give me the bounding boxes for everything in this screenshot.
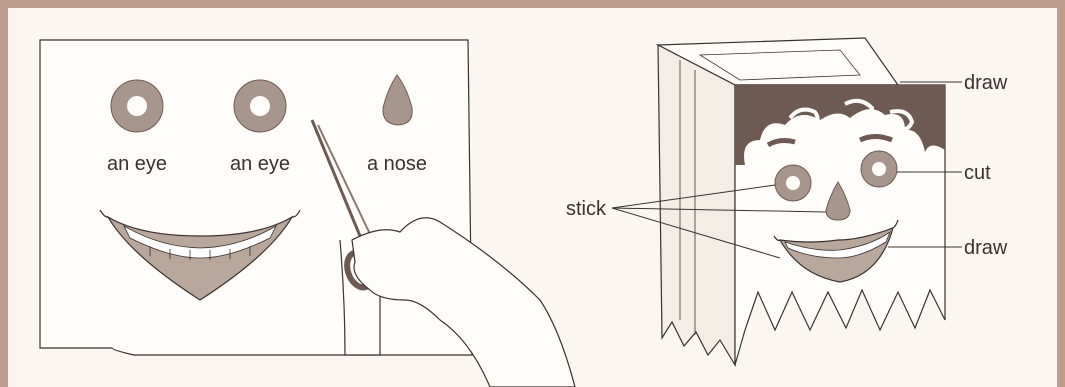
callout-stick-parts: stick xyxy=(566,198,607,220)
cutout-label-eye-2: an eye xyxy=(230,153,290,175)
eye-cutout-right xyxy=(234,80,286,132)
callout-cut-eye: cut xyxy=(964,162,991,184)
eye-cutout-left xyxy=(111,80,163,132)
cutout-label-nose: a nose xyxy=(367,153,427,175)
mask-eye-right xyxy=(861,151,897,187)
callout-draw-mouth: draw xyxy=(964,237,1008,259)
paper-bag-mask xyxy=(658,38,945,365)
cutout-label-eye-1: an eye xyxy=(107,153,167,175)
callout-draw-hair: draw xyxy=(964,72,1008,94)
mask-eye-left xyxy=(775,165,811,201)
